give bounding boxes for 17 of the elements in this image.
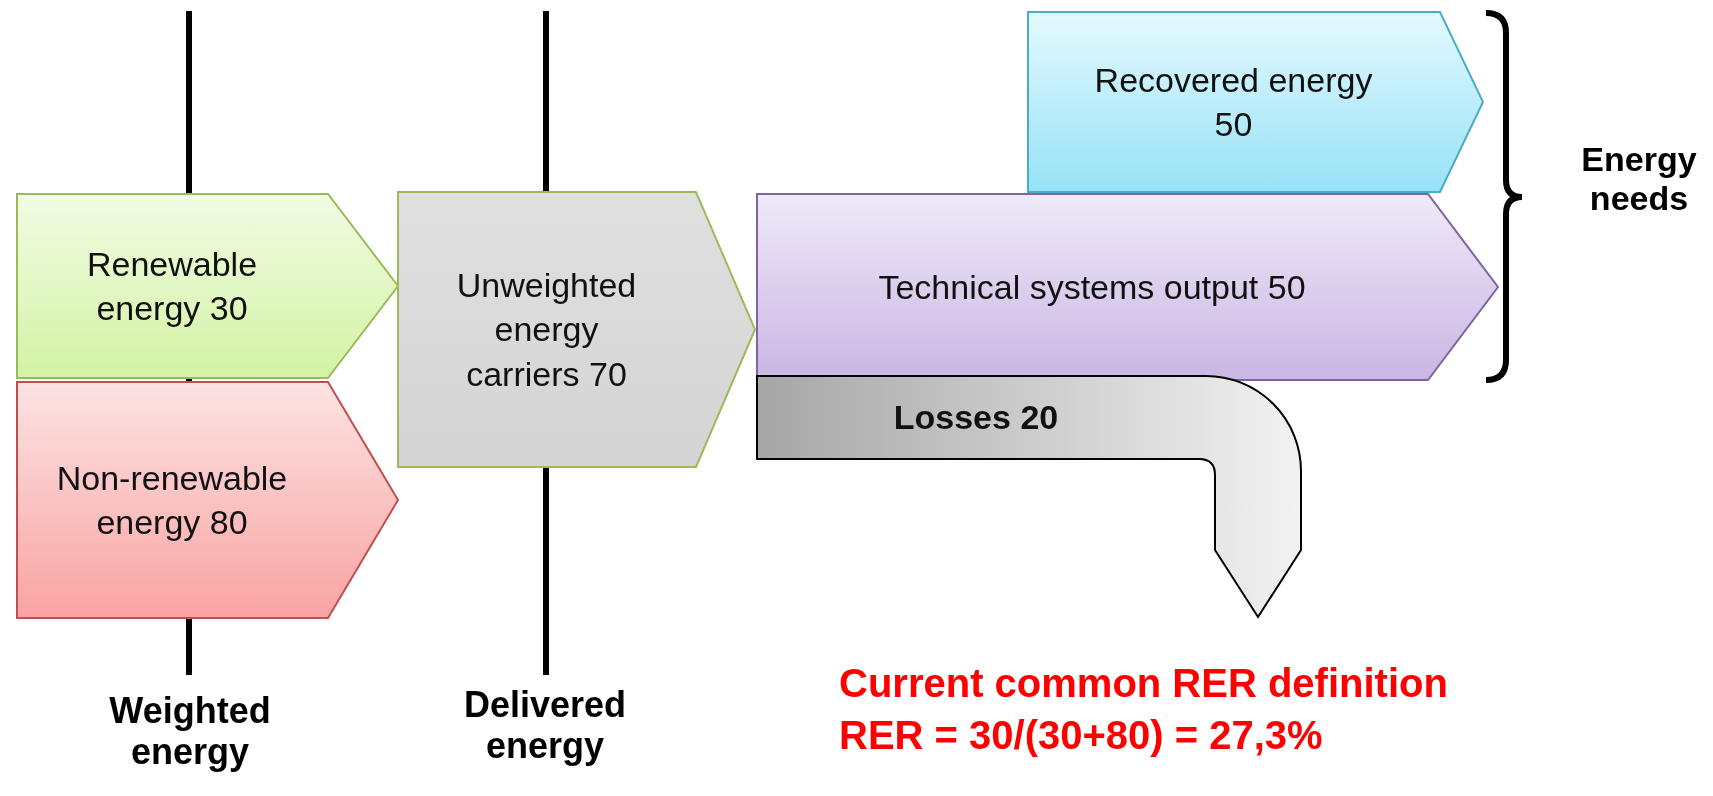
node-label: Technical systems output 50	[878, 266, 1306, 308]
formula-text: RER = 30/(30+80) = 27,3%	[839, 712, 1323, 758]
node-label: Unweighted energy carriers 70	[455, 265, 638, 395]
axis-label: Weighted energy	[108, 690, 272, 773]
node-label: Losses 20	[893, 396, 1059, 438]
arrow-shape	[397, 191, 756, 468]
arrow-shape	[756, 193, 1499, 381]
arrow-shape	[1027, 11, 1484, 193]
node-label: Non-renewable energy 80	[55, 457, 289, 543]
heading-label: Energy needs	[1580, 140, 1698, 219]
arrow-shape	[16, 193, 399, 379]
axis-label: Delivered energy	[462, 684, 628, 767]
node-label: Renewable energy 30	[85, 243, 259, 329]
arrow-shape	[756, 375, 1302, 618]
node-label: Recovered energy 50	[1093, 59, 1374, 145]
arrow-shape	[16, 381, 399, 619]
note-text: Current common RER definition	[839, 660, 1448, 706]
